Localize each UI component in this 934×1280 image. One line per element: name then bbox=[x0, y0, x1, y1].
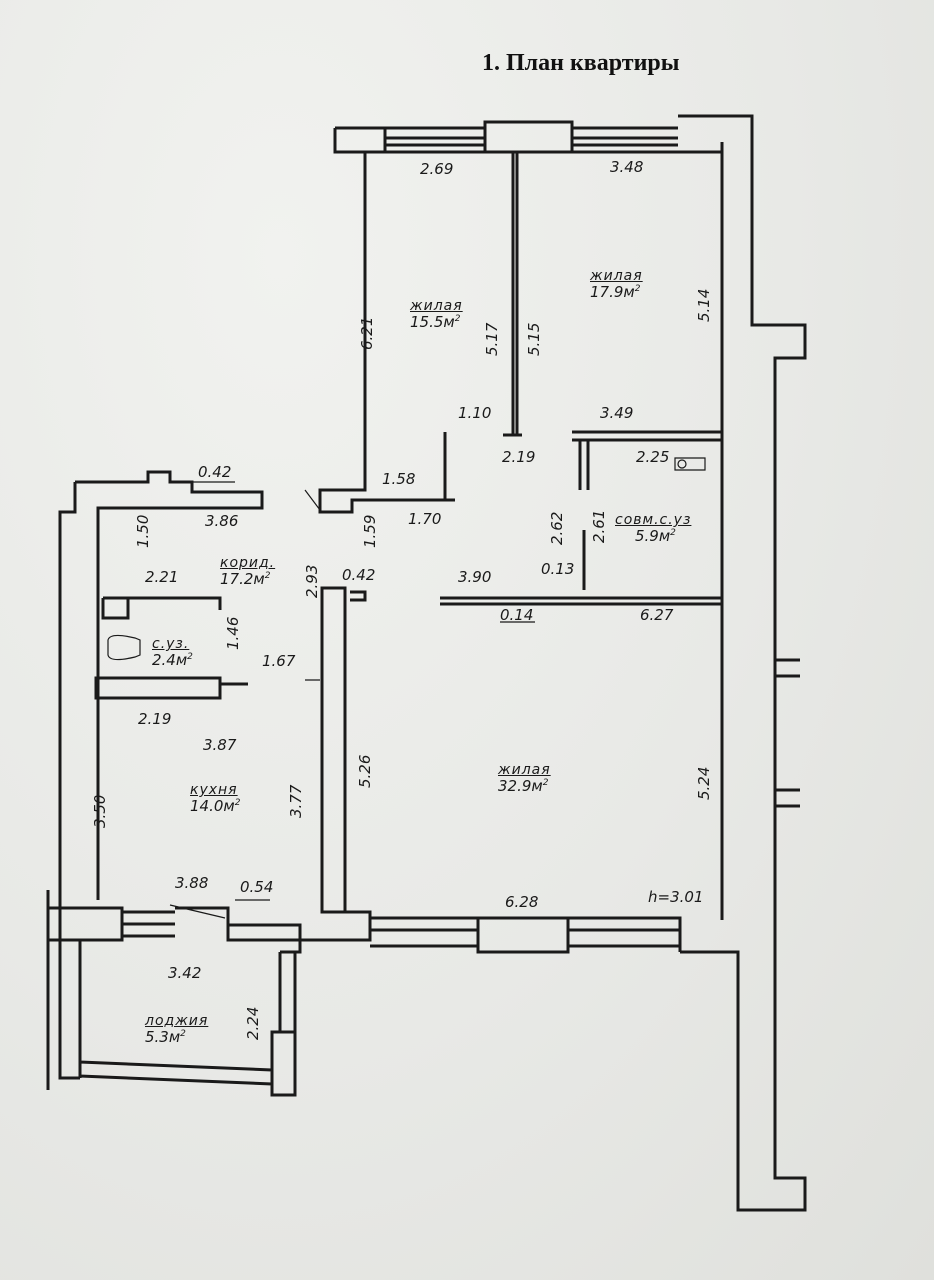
dim-label: 0.54 bbox=[240, 878, 274, 896]
dim-label: 6.28 bbox=[505, 893, 539, 911]
room-name: лоджия bbox=[145, 1013, 209, 1029]
area-exponent: 2 bbox=[234, 798, 241, 809]
wall-top-left bbox=[318, 128, 455, 514]
dim-ticks bbox=[169, 481, 535, 919]
room-label-wc: с.уз. 2.4м2 bbox=[152, 636, 193, 669]
room-area: 32.9м bbox=[498, 777, 543, 796]
room-name: жилая bbox=[590, 268, 643, 284]
room-label-bath: совм.с.уз 5.9м2 bbox=[615, 512, 691, 545]
door-openings bbox=[304, 489, 321, 681]
dim-label-vertical: 5.17 bbox=[483, 322, 501, 356]
dim-label: 0.13 bbox=[541, 560, 575, 578]
room-area: 5.9м bbox=[635, 527, 671, 546]
room-label-corridor: корид. 17.2м2 bbox=[220, 555, 275, 588]
area-exponent: 2 bbox=[634, 284, 641, 295]
area-exponent: 2 bbox=[454, 314, 461, 325]
room-area: 17.2м bbox=[220, 570, 265, 589]
wc-top bbox=[101, 596, 222, 620]
area-exponent: 2 bbox=[670, 528, 676, 539]
dim-label-vertical: 5.14 bbox=[695, 288, 713, 322]
area-exponent: 2 bbox=[264, 571, 271, 582]
dim-label-vertical: 1.50 bbox=[134, 514, 152, 548]
loggia-walls bbox=[58, 940, 297, 1097]
dim-label-vertical: 1.59 bbox=[361, 514, 379, 548]
dim-label-vertical: 3.77 bbox=[287, 784, 305, 818]
room-name: корид. bbox=[220, 555, 276, 571]
room-area: 14.0м bbox=[190, 797, 235, 816]
dim-label: 1.58 bbox=[382, 470, 416, 488]
room-area: 5.3м bbox=[145, 1028, 181, 1047]
dim-label-vertical: 2.62 bbox=[548, 511, 566, 545]
dim-label: 2.19 bbox=[138, 710, 172, 728]
room-area: 2.4м bbox=[152, 651, 188, 670]
dim-label-vertical: 5.26 bbox=[356, 754, 374, 788]
ceiling-height: h=3.01 bbox=[648, 888, 704, 906]
corridor-top bbox=[75, 470, 264, 900]
dim-label: 3.87 bbox=[203, 736, 237, 754]
wall-kitchen-right bbox=[320, 586, 367, 914]
dim-label: 2.19 bbox=[502, 448, 536, 466]
room-name: совм.с.уз bbox=[615, 512, 692, 528]
toilet-symbol-2 bbox=[674, 457, 706, 471]
room-label-kitchen: кухня 14.0м2 bbox=[190, 782, 240, 815]
toilet-symbol-1 bbox=[107, 634, 141, 661]
wall-bath-top bbox=[572, 430, 722, 442]
room-label-living2: жилая 17.9м2 bbox=[590, 268, 643, 301]
dim-label: 1.70 bbox=[408, 510, 442, 528]
corridor-bottom-line bbox=[226, 923, 302, 954]
wc-bottom bbox=[94, 676, 248, 700]
dim-label-vertical: 2.61 bbox=[590, 509, 608, 543]
partition-1-2 bbox=[503, 152, 522, 437]
area-exponent: 2 bbox=[542, 778, 549, 789]
dim-label: 0.42 bbox=[198, 463, 232, 481]
room-name: жилая bbox=[498, 762, 551, 778]
dim-label: 3.90 bbox=[458, 568, 492, 586]
dim-label: 0.14 bbox=[500, 606, 534, 624]
dim-label: 1.10 bbox=[458, 404, 492, 422]
dim-label-vertical: 1.46 bbox=[224, 616, 242, 650]
room-label-living3: жилая 32.9м2 bbox=[498, 762, 551, 795]
area-exponent: 2 bbox=[180, 1029, 186, 1040]
dim-label: 0.42 bbox=[342, 566, 376, 584]
room-label-living1: жилая 15.5м2 bbox=[410, 298, 463, 331]
dim-label-vertical: 6.21 bbox=[358, 316, 376, 350]
dim-label: 2.69 bbox=[420, 160, 454, 178]
dim-label: 3.86 bbox=[205, 512, 239, 530]
dim-label: 3.49 bbox=[600, 404, 634, 422]
wall-top bbox=[335, 114, 807, 1212]
dim-label: 2.21 bbox=[145, 568, 179, 586]
dim-label-vertical: 5.24 bbox=[695, 766, 713, 800]
window-top1 bbox=[385, 136, 485, 147]
room-name: с.уз. bbox=[152, 636, 190, 652]
room-area: 15.5м bbox=[410, 313, 455, 332]
dim-label-vertical: 3.50 bbox=[91, 794, 109, 828]
room-name: жилая bbox=[410, 298, 463, 314]
page-title: 1. План квартиры bbox=[482, 50, 680, 76]
right-outer-ticks bbox=[775, 658, 800, 808]
window-kitchen bbox=[122, 910, 175, 938]
room-label-loggia: лоджия 5.3м2 bbox=[145, 1013, 208, 1046]
room-name: кухня bbox=[190, 782, 238, 798]
dim-label-vertical: 5.15 bbox=[525, 322, 543, 356]
dim-label: 1.67 bbox=[262, 652, 296, 670]
window-top2 bbox=[572, 136, 678, 147]
dim-label: 3.42 bbox=[168, 964, 202, 982]
dim-label: 2.25 bbox=[636, 448, 670, 466]
wall-bath-bottom bbox=[440, 596, 722, 606]
area-exponent: 2 bbox=[187, 652, 193, 663]
dim-label: 6.27 bbox=[640, 606, 674, 624]
corridor-left-outer bbox=[58, 482, 77, 1078]
room-area: 17.9м bbox=[590, 283, 635, 302]
dim-label: 3.88 bbox=[175, 874, 209, 892]
wall-living3-bottom bbox=[370, 916, 682, 954]
dim-label: 3.48 bbox=[610, 158, 644, 176]
dim-label-vertical: 2.24 bbox=[244, 1006, 262, 1040]
dim-label-vertical: 2.93 bbox=[303, 564, 321, 598]
wall-bath-left bbox=[578, 440, 590, 590]
